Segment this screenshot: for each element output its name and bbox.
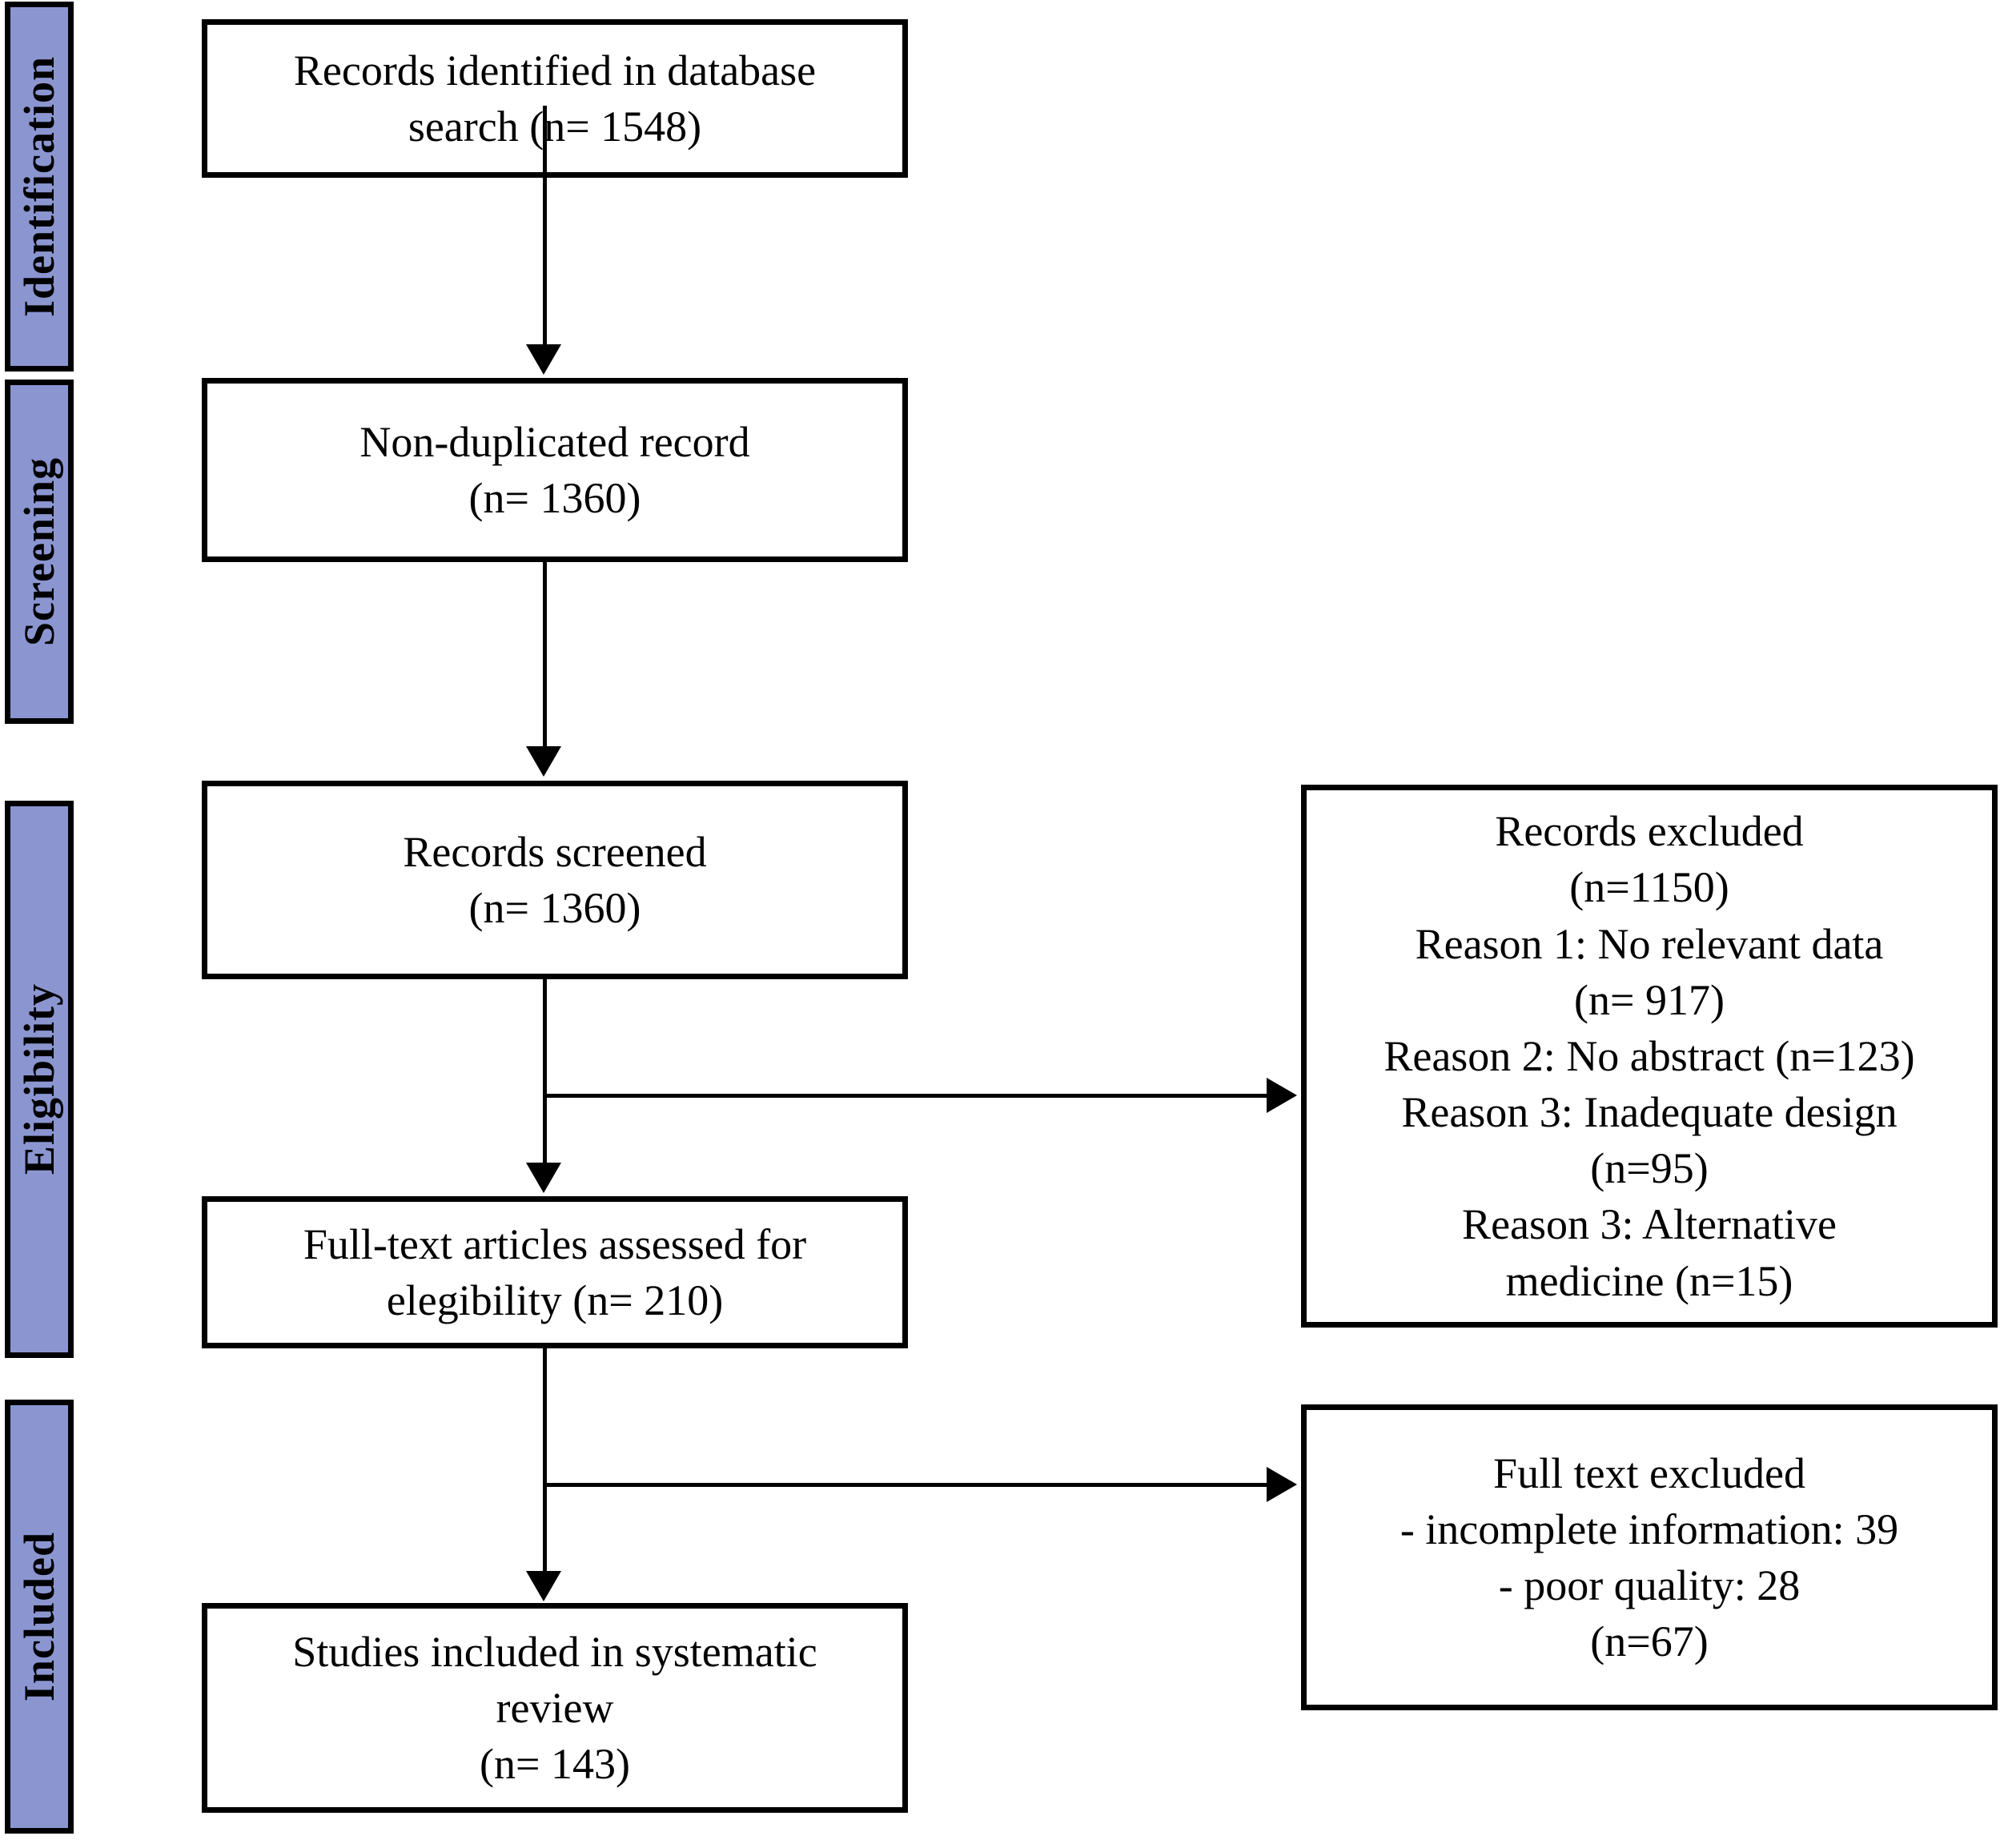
box-records-excluded: Records excluded (n=1150) Reason 1: No r… xyxy=(1301,785,1998,1328)
stage-label-included: Included xyxy=(15,1531,63,1702)
box-records-excluded-text: Records excluded (n=1150) Reason 1: No r… xyxy=(1384,807,1915,1305)
stage-bar-eligibility: Eligibility xyxy=(5,801,74,1358)
arrowhead-fulltext-to-fulltext-excluded xyxy=(1267,1467,1297,1502)
stage-bar-included: Included xyxy=(5,1400,74,1834)
connector-screened-to-records-excluded xyxy=(543,1094,1268,1098)
box-studies-included: Studies included in systematic review (n… xyxy=(202,1603,908,1813)
arrowhead-screened-to-records-excluded xyxy=(1267,1078,1297,1113)
connector-screened-to-fulltext xyxy=(543,979,547,1165)
box-full-text-assessed: Full-text articles assessed for elegibil… xyxy=(202,1196,908,1348)
box-full-text-excluded: Full text excluded - incomplete informat… xyxy=(1301,1404,1998,1710)
stage-label-eligibility: Eligibility xyxy=(15,983,63,1175)
box-studies-included-text: Studies included in systematic review (n… xyxy=(292,1627,817,1789)
stage-label-screening: Screening xyxy=(15,457,63,646)
box-full-text-assessed-text: Full-text articles assessed for elegibil… xyxy=(303,1219,807,1324)
connector-fulltext-to-fulltext-excluded xyxy=(543,1483,1268,1487)
stage-label-identification: Identification xyxy=(15,55,63,317)
stage-bar-screening: Screening xyxy=(5,380,74,724)
connector-identified-to-nonduplicated xyxy=(543,106,547,348)
box-records-identified-text: Records identified in database search (n… xyxy=(293,46,817,151)
arrowhead-screened-to-fulltext xyxy=(526,1163,561,1193)
arrowhead-fulltext-to-included xyxy=(526,1571,561,1601)
connector-nonduplicated-to-screened xyxy=(543,562,547,749)
box-non-duplicated-record: Non-duplicated record (n= 1360) xyxy=(202,378,908,562)
connector-fulltext-to-included xyxy=(543,1348,547,1574)
box-full-text-excluded-text: Full text excluded - incomplete informat… xyxy=(1400,1448,1899,1666)
box-records-identified: Records identified in database search (n… xyxy=(202,19,908,178)
arrowhead-nonduplicated-to-screened xyxy=(526,746,561,777)
arrowhead-identified-to-nonduplicated xyxy=(526,344,561,375)
box-records-screened: Records screened (n= 1360) xyxy=(202,781,908,979)
box-non-duplicated-record-text: Non-duplicated record (n= 1360) xyxy=(359,417,750,522)
stage-bar-identification: Identification xyxy=(5,2,74,372)
box-records-screened-text: Records screened (n= 1360) xyxy=(403,827,707,932)
